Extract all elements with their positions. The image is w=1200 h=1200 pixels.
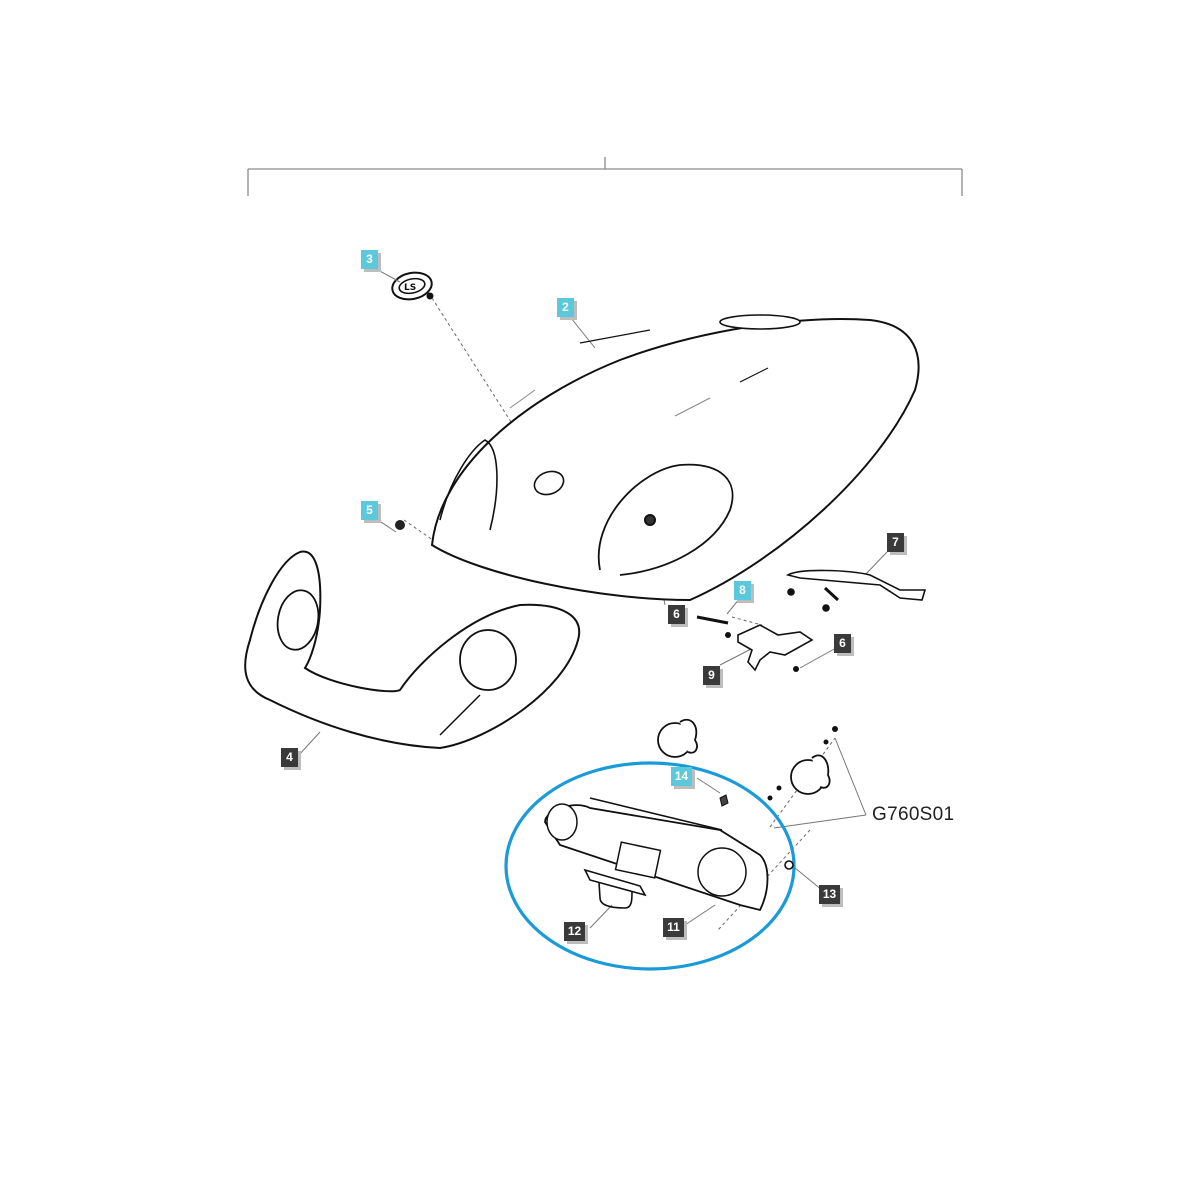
emblem-icon: LS — [391, 271, 434, 301]
hood-icon — [430, 314, 920, 602]
callout-8[interactable]: 8 — [734, 581, 751, 600]
callout-5[interactable]: 5 — [361, 501, 378, 520]
handle-icon — [583, 868, 647, 909]
callout-3[interactable]: 3 — [361, 250, 378, 269]
nut-icon — [793, 666, 799, 672]
callout-6[interactable]: 6 — [668, 605, 685, 624]
callout-4[interactable]: 4 — [281, 748, 298, 767]
svg-text:LS: LS — [404, 283, 416, 293]
assembly-bracket — [247, 157, 963, 196]
callout-13[interactable]: 13 — [819, 885, 840, 904]
front-grille-panel-icon — [244, 550, 581, 750]
callout-9[interactable]: 9 — [703, 666, 720, 685]
nut-icon — [395, 520, 405, 530]
callout-12[interactable]: 12 — [564, 922, 585, 941]
headlight-bracket-plate-icon — [544, 797, 769, 912]
headlight-icon — [657, 718, 698, 758]
callout-7[interactable]: 7 — [887, 533, 904, 552]
callout-2[interactable]: 2 — [557, 298, 574, 317]
highlight-ellipse — [504, 761, 796, 971]
support-bracket-icon — [785, 569, 927, 612]
screw-icon — [784, 860, 794, 870]
mounting-bracket-icon — [737, 624, 814, 672]
nut-icon — [767, 726, 838, 801]
reference-code-label: G760S01 — [872, 804, 955, 825]
callout-14[interactable]: 14 — [671, 767, 692, 786]
headlight-icon — [790, 754, 831, 795]
bolt-icon — [696, 615, 729, 625]
clip-icon — [719, 794, 729, 807]
callout-11[interactable]: 11 — [663, 918, 684, 937]
callout-6[interactable]: 6 — [834, 634, 851, 653]
nut-icon — [725, 632, 731, 638]
